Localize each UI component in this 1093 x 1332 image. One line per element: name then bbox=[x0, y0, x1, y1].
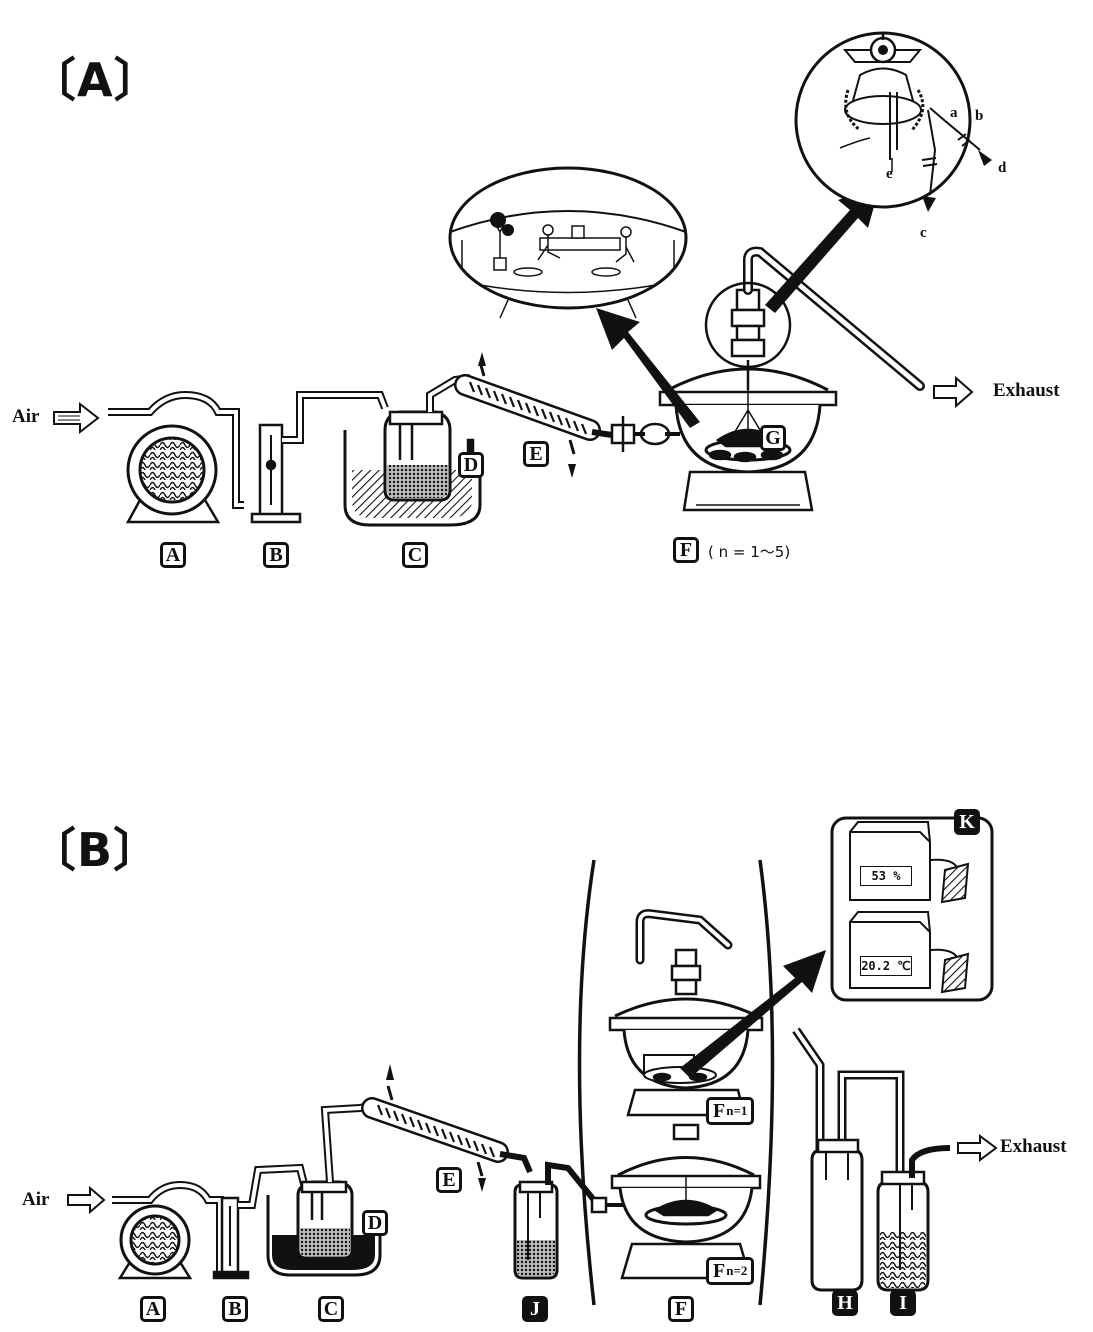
detail-letter-d: d bbox=[998, 160, 1006, 177]
n-range-label: ( n = 1～5) bbox=[708, 541, 790, 562]
label-blower-a-b: A bbox=[140, 1296, 166, 1322]
label-water-bath-d-b: D bbox=[362, 1210, 388, 1236]
label-trap-j: J bbox=[522, 1296, 548, 1322]
label-water-bath-d: D bbox=[458, 452, 484, 478]
exhaust-label-b: Exhaust bbox=[1000, 1136, 1067, 1158]
label-condenser-e-b: E bbox=[436, 1167, 462, 1193]
label-desiccator-f: F bbox=[673, 537, 699, 563]
label-hygrometer-k: K bbox=[954, 809, 980, 835]
label-humidifier-c-b: C bbox=[318, 1296, 344, 1322]
label-f-n2-sub: n=2 bbox=[726, 1263, 747, 1279]
stopcock-icon bbox=[612, 416, 680, 452]
panel-a-title: 〔A〕 bbox=[30, 44, 161, 110]
hollow-arrow-icon bbox=[934, 378, 972, 406]
condenser-icon bbox=[372, 1086, 530, 1176]
label-bottle-i: I bbox=[890, 1290, 916, 1316]
label-bottle-h: H bbox=[832, 1290, 858, 1316]
wash-bottle-icon bbox=[878, 1148, 950, 1290]
hygrometer-panel bbox=[832, 818, 992, 1000]
label-f-n2-main: F bbox=[713, 1260, 725, 1283]
blower-icon bbox=[108, 395, 244, 522]
blower-icon bbox=[112, 1185, 220, 1278]
exhaust-label: Exhaust bbox=[993, 380, 1060, 402]
label-blower-a: A bbox=[160, 542, 186, 568]
desiccator-icon bbox=[610, 914, 762, 1115]
panel-b bbox=[68, 818, 996, 1305]
detail-letter-e: e bbox=[886, 166, 893, 183]
desiccator-icon bbox=[606, 1125, 760, 1278]
hollow-arrow-icon bbox=[68, 1188, 104, 1212]
humidifier-icon bbox=[345, 378, 480, 525]
temperature-reading: 20.2 ℃ bbox=[860, 956, 912, 976]
humidity-reading: 53 % bbox=[860, 866, 912, 886]
detail-letter-c: c bbox=[920, 225, 927, 242]
label-humidifier-c: C bbox=[402, 542, 428, 568]
panel-b-title: 〔B〕 bbox=[30, 814, 160, 880]
desiccator-icon bbox=[660, 360, 836, 510]
label-condenser-e: E bbox=[523, 441, 549, 467]
label-flowmeter-b: B bbox=[263, 542, 289, 568]
detail-letter-a: a bbox=[950, 105, 958, 122]
label-sample-g: G bbox=[760, 425, 786, 451]
label-flowmeter-b-b: B bbox=[222, 1296, 248, 1322]
hollow-arrow-icon bbox=[54, 404, 98, 432]
label-f-n1-main: F bbox=[713, 1100, 725, 1123]
air-inlet-label: Air bbox=[12, 406, 39, 428]
humidifier-icon bbox=[268, 1105, 380, 1275]
label-f-n1-sub: n=1 bbox=[726, 1103, 747, 1119]
office-scene-inset bbox=[450, 168, 686, 318]
label-desiccator-f-b: F bbox=[668, 1296, 694, 1322]
detail-letter-b: b bbox=[975, 108, 983, 125]
hollow-arrow-icon bbox=[958, 1136, 996, 1160]
air-inlet-label-b: Air bbox=[22, 1189, 49, 1211]
